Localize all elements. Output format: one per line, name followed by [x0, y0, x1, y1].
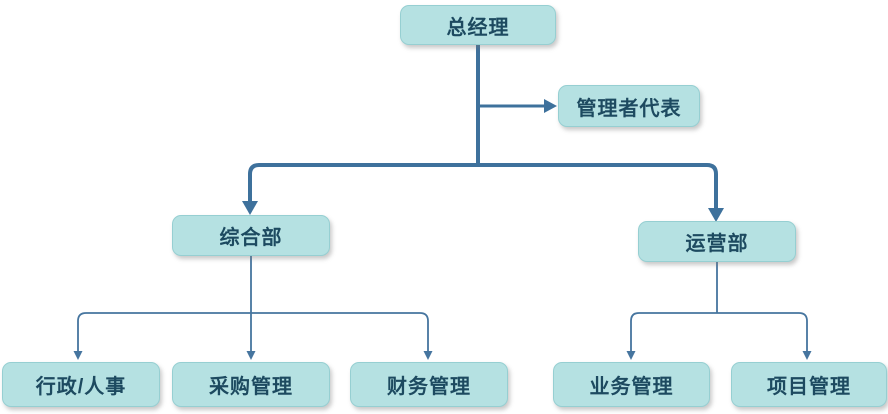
- node-operations-dept[interactable]: 运营部: [638, 221, 796, 262]
- arrowhead-operations: [708, 208, 724, 222]
- node-management-representative[interactable]: 管理者代表: [558, 85, 700, 127]
- arrowhead-general-affairs: [242, 201, 258, 215]
- node-label: 综合部: [219, 227, 283, 249]
- node-business-management[interactable]: 业务管理: [553, 362, 710, 407]
- node-procurement-management[interactable]: 采购管理: [172, 362, 330, 407]
- arrowhead-business: [626, 351, 636, 360]
- arrowhead-finance: [423, 351, 433, 360]
- node-project-management[interactable]: 项目管理: [731, 362, 887, 407]
- connector-dept-fork: [248, 163, 718, 209]
- node-label: 财务管理: [387, 376, 471, 398]
- node-label: 总经理: [446, 16, 510, 39]
- node-label: 行政/人事: [35, 376, 127, 398]
- node-label: 运营部: [685, 233, 749, 255]
- node-label: 业务管理: [589, 376, 674, 398]
- node-admin-hr[interactable]: 行政/人事: [2, 362, 160, 407]
- connector-general-affairs-fork: [77, 312, 429, 352]
- connector-operations-fork: [630, 312, 808, 352]
- arrowhead-procurement: [246, 351, 256, 360]
- node-label: 项目管理: [767, 376, 851, 398]
- arrowhead-management-representative: [544, 99, 557, 113]
- node-finance-management[interactable]: 财务管理: [350, 362, 508, 407]
- arrowhead-project: [802, 351, 812, 360]
- node-label: 采购管理: [209, 376, 293, 398]
- node-general-manager[interactable]: 总经理: [400, 5, 556, 45]
- arrowhead-admin-hr: [73, 351, 83, 360]
- node-label: 管理者代表: [576, 97, 682, 120]
- node-general-affairs-dept[interactable]: 综合部: [172, 215, 330, 256]
